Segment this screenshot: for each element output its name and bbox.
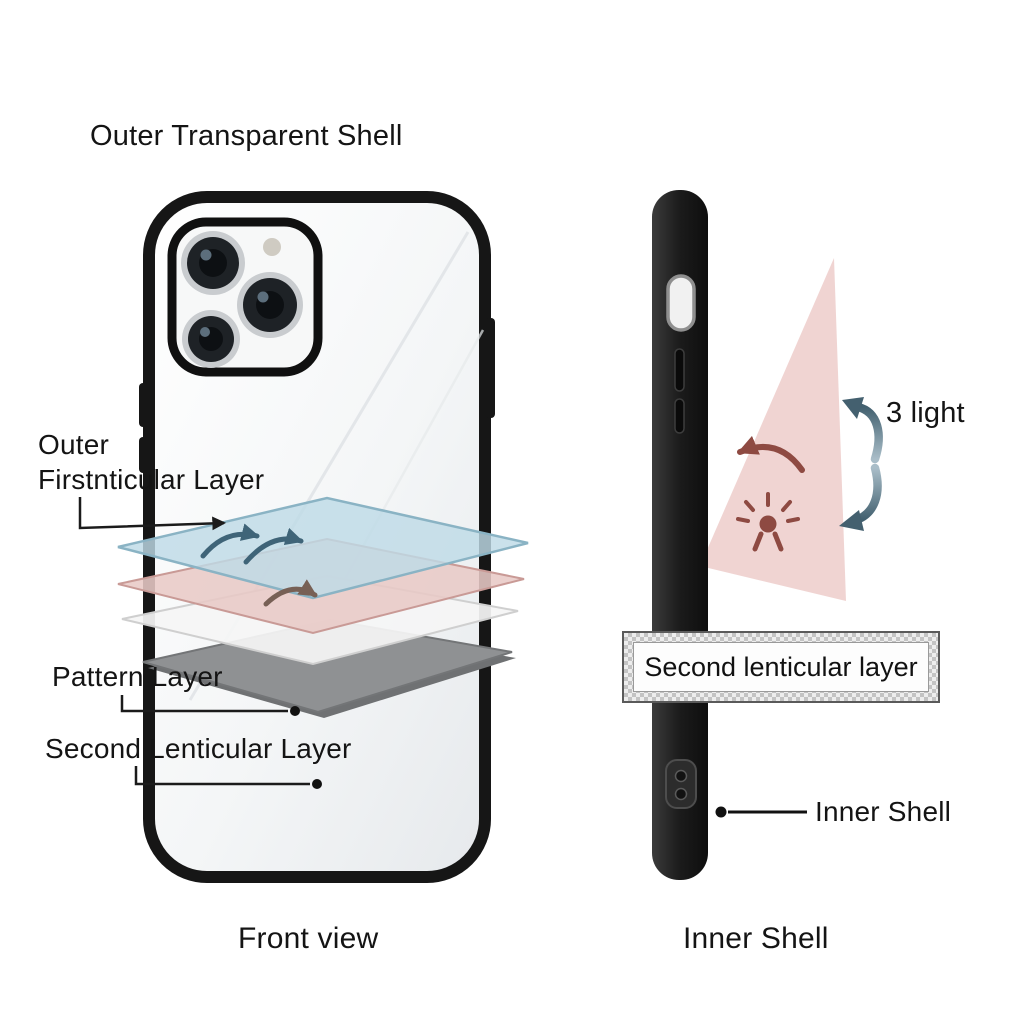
- rotation-arrow-icon: [737, 435, 805, 473]
- callout-dot: [312, 779, 322, 789]
- flow-arrow-icon: [200, 523, 260, 559]
- mute-switch-slot: [666, 274, 696, 332]
- callout-pattern-layer: [120, 695, 300, 716]
- side-case: [652, 190, 708, 880]
- camera-lens-right-icon: [237, 272, 303, 338]
- second-lenticular-box: Second lenticular layer: [622, 631, 940, 703]
- second-lenticular-box-label: Second lenticular layer: [633, 642, 929, 692]
- front-view-caption: Front view: [238, 922, 379, 955]
- callout-dot: [290, 706, 300, 716]
- camera-lens-bottom-left-icon: [182, 310, 240, 368]
- volume-button-seam: [674, 348, 685, 392]
- volume-button-seam: [674, 398, 685, 434]
- right-side-button: [485, 318, 495, 418]
- layer-stack: [117, 496, 529, 718]
- light-icon: [736, 492, 800, 552]
- flow-arrow-icon: [243, 527, 304, 565]
- inner-shell-callout-label: Inner Shell: [815, 796, 952, 827]
- callout-second-lenticular: [134, 766, 322, 789]
- camera-module: [167, 217, 323, 377]
- camera-lens-top-left-icon: [181, 231, 245, 295]
- inner-shell-caption: Inner Shell: [683, 922, 829, 955]
- three-light-label: 3 light: [886, 397, 965, 429]
- camera-flash-icon: [263, 238, 281, 256]
- outer-first-lenticular-label: Outer Firstnticular Layer: [38, 429, 265, 495]
- light-beam: [700, 258, 846, 601]
- inner-shell-callout-line: [715, 806, 807, 818]
- left-side-button-top: [139, 383, 149, 427]
- left-side-button-bottom: [139, 437, 149, 473]
- swap-arrows-icon: [839, 397, 883, 531]
- pattern-layer-label: Pattern Layer: [52, 661, 223, 692]
- callout-dot: [715, 806, 727, 818]
- bottom-port: [665, 759, 697, 809]
- callout-outer-first-lenticular: [78, 497, 227, 531]
- second-lenticular-layer-label: Second Lenticular Layer: [45, 733, 352, 764]
- outer-transparent-shell-label: Outer Transparent Shell: [90, 120, 403, 152]
- side-case-body: [652, 190, 708, 880]
- pattern-flow-arrow-icon: [263, 579, 318, 607]
